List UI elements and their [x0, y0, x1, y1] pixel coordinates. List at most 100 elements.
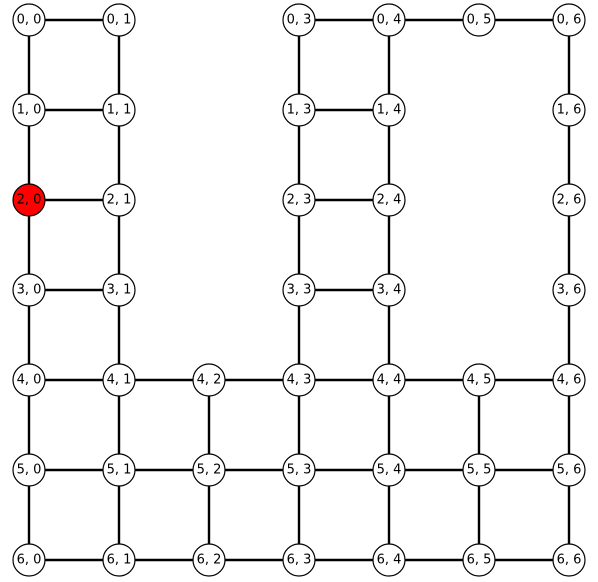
- node-circle: [282, 453, 316, 487]
- node-label: 0, 3: [287, 13, 312, 28]
- node-label: 0, 1: [107, 13, 132, 28]
- node-circle: [372, 543, 406, 577]
- node-3-0: 3, 0: [12, 273, 46, 307]
- node-1-3: 1, 3: [282, 93, 316, 127]
- node-3-3: 3, 3: [282, 273, 316, 307]
- node-3-1: 3, 1: [102, 273, 136, 307]
- node-circle: [372, 363, 406, 397]
- node-circle: [12, 453, 46, 487]
- node-label: 6, 3: [287, 553, 312, 568]
- node-6-4: 6, 4: [372, 543, 406, 577]
- node-circle: [102, 93, 136, 127]
- node-circle: [102, 543, 136, 577]
- node-circle: [282, 273, 316, 307]
- node-circle: [102, 3, 136, 37]
- node-0-1: 0, 1: [102, 3, 136, 37]
- node-5-3: 5, 3: [282, 453, 316, 487]
- node-label: 5, 6: [557, 463, 582, 478]
- node-label: 3, 0: [17, 283, 42, 298]
- node-label: 4, 2: [197, 373, 222, 388]
- node-label: 0, 0: [17, 13, 42, 28]
- node-4-2: 4, 2: [192, 363, 226, 397]
- node-label: 2, 1: [107, 193, 132, 208]
- node-circle: [552, 363, 586, 397]
- node-label: 2, 3: [287, 193, 312, 208]
- node-label: 2, 4: [377, 193, 402, 208]
- node-1-1: 1, 1: [102, 93, 136, 127]
- node-label: 1, 3: [287, 103, 312, 118]
- node-5-0: 5, 0: [12, 453, 46, 487]
- node-label: 5, 2: [197, 463, 222, 478]
- node-0-5: 0, 5: [462, 3, 496, 37]
- node-label: 0, 6: [557, 13, 582, 28]
- node-5-1: 5, 1: [102, 453, 136, 487]
- node-circle: [192, 543, 226, 577]
- node-3-6: 3, 6: [552, 273, 586, 307]
- node-2-1: 2, 1: [102, 183, 136, 217]
- node-circle: [552, 273, 586, 307]
- node-circle: [552, 183, 586, 217]
- node-4-0: 4, 0: [12, 363, 46, 397]
- node-circle: [12, 93, 46, 127]
- node-label: 6, 1: [107, 553, 132, 568]
- node-circle: [192, 453, 226, 487]
- node-circle: [552, 453, 586, 487]
- node-circle: [282, 363, 316, 397]
- node-6-6: 6, 6: [552, 543, 586, 577]
- node-circle: [462, 453, 496, 487]
- node-label: 4, 0: [17, 373, 42, 388]
- node-4-4: 4, 4: [372, 363, 406, 397]
- node-5-5: 5, 5: [462, 453, 496, 487]
- node-label: 5, 0: [17, 463, 42, 478]
- node-circle: [372, 93, 406, 127]
- node-label: 6, 4: [377, 553, 402, 568]
- node-5-4: 5, 4: [372, 453, 406, 487]
- node-circle: [282, 3, 316, 37]
- node-circle: [102, 453, 136, 487]
- node-label: 6, 0: [17, 553, 42, 568]
- node-circle: [462, 3, 496, 37]
- node-4-6: 4, 6: [552, 363, 586, 397]
- node-6-5: 6, 5: [462, 543, 496, 577]
- node-0-3: 0, 3: [282, 3, 316, 37]
- node-circle: [372, 273, 406, 307]
- node-circle: [12, 273, 46, 307]
- node-4-3: 4, 3: [282, 363, 316, 397]
- node-circle: [372, 453, 406, 487]
- node-6-2: 6, 2: [192, 543, 226, 577]
- node-circle: [12, 183, 46, 217]
- node-circle: [102, 183, 136, 217]
- node-circle: [552, 543, 586, 577]
- node-4-5: 4, 5: [462, 363, 496, 397]
- node-6-3: 6, 3: [282, 543, 316, 577]
- node-circle: [282, 93, 316, 127]
- node-label: 3, 3: [287, 283, 312, 298]
- node-label: 0, 4: [377, 13, 402, 28]
- node-label: 1, 0: [17, 103, 42, 118]
- node-label: 4, 4: [377, 373, 402, 388]
- node-0-0: 0, 0: [12, 3, 46, 37]
- node-label: 4, 5: [467, 373, 492, 388]
- node-label: 6, 2: [197, 553, 222, 568]
- node-2-3: 2, 3: [282, 183, 316, 217]
- node-2-6: 2, 6: [552, 183, 586, 217]
- node-circle: [282, 543, 316, 577]
- node-circle: [462, 363, 496, 397]
- node-3-4: 3, 4: [372, 273, 406, 307]
- node-1-6: 1, 6: [552, 93, 586, 127]
- node-circle: [102, 363, 136, 397]
- node-2-0: 2, 0: [12, 183, 46, 217]
- node-6-0: 6, 0: [12, 543, 46, 577]
- node-circle: [372, 3, 406, 37]
- node-label: 2, 6: [557, 193, 582, 208]
- node-label: 3, 4: [377, 283, 402, 298]
- node-5-6: 5, 6: [552, 453, 586, 487]
- node-label: 5, 3: [287, 463, 312, 478]
- node-1-4: 1, 4: [372, 93, 406, 127]
- node-2-4: 2, 4: [372, 183, 406, 217]
- node-0-4: 0, 4: [372, 3, 406, 37]
- node-label: 5, 4: [377, 463, 402, 478]
- node-label: 6, 6: [557, 553, 582, 568]
- node-circle: [372, 183, 406, 217]
